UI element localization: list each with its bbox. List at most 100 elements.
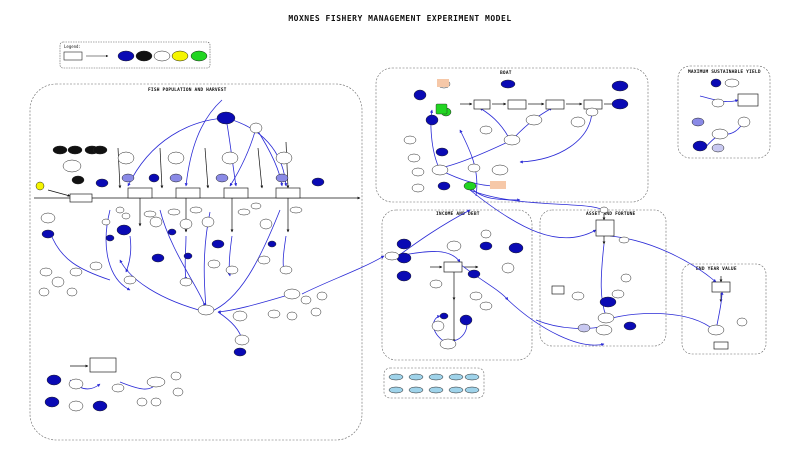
node-10 bbox=[121, 173, 135, 183]
node-43 bbox=[234, 334, 250, 346]
node-96 bbox=[479, 125, 493, 135]
connector-26 bbox=[507, 299, 605, 347]
node-19 bbox=[275, 151, 293, 165]
node-87 bbox=[435, 147, 449, 157]
node-107 bbox=[396, 270, 412, 282]
node-23 bbox=[105, 234, 115, 242]
node-143 bbox=[464, 386, 480, 394]
node-111 bbox=[479, 241, 493, 251]
connector-0 bbox=[127, 117, 227, 187]
orange-box-2 bbox=[490, 181, 506, 189]
node-72 bbox=[250, 202, 262, 210]
node-88 bbox=[403, 135, 417, 145]
node-64 bbox=[150, 397, 162, 407]
node-136 bbox=[428, 373, 444, 381]
green-box bbox=[435, 103, 448, 115]
node-115 bbox=[479, 301, 493, 311]
node-120 bbox=[459, 314, 473, 326]
node-118 bbox=[431, 320, 445, 332]
connector-7 bbox=[159, 209, 206, 307]
node-99 bbox=[711, 98, 725, 108]
node-110 bbox=[480, 229, 492, 239]
node-20 bbox=[216, 111, 236, 125]
node-34 bbox=[259, 218, 273, 230]
connector-18 bbox=[479, 107, 511, 141]
sector-title-end: END YEAR VALUE bbox=[696, 267, 737, 272]
node-22 bbox=[116, 224, 132, 236]
node-101 bbox=[711, 128, 729, 140]
legend-node-1 bbox=[135, 50, 153, 62]
node-27 bbox=[151, 253, 165, 263]
node-36 bbox=[257, 255, 271, 265]
node-33 bbox=[225, 265, 239, 275]
node-108 bbox=[384, 251, 400, 261]
node-93 bbox=[467, 163, 481, 173]
sector-title-fish: FISH POPULATION AND HARVEST bbox=[148, 88, 227, 93]
sector-box-boat bbox=[375, 67, 649, 203]
node-11 bbox=[148, 173, 160, 183]
node-139 bbox=[388, 386, 404, 394]
node-98 bbox=[724, 78, 740, 88]
node-137 bbox=[448, 373, 464, 381]
node-38 bbox=[123, 275, 137, 285]
node-59 bbox=[92, 400, 108, 412]
node-42 bbox=[232, 310, 248, 322]
stock-0 bbox=[69, 193, 93, 203]
node-123 bbox=[618, 236, 630, 244]
node-134 bbox=[388, 373, 404, 381]
legend-box bbox=[59, 41, 211, 69]
connector-15 bbox=[459, 129, 478, 197]
node-84 bbox=[611, 80, 629, 92]
flow-4 bbox=[204, 147, 210, 189]
node-71 bbox=[237, 208, 251, 216]
node-113 bbox=[469, 291, 483, 301]
node-141 bbox=[428, 386, 444, 394]
sector-boundaries bbox=[29, 41, 771, 441]
stock-3 bbox=[223, 187, 249, 199]
connector-16 bbox=[429, 109, 441, 171]
node-61 bbox=[146, 376, 166, 388]
node-124 bbox=[571, 291, 585, 301]
legend-node-2 bbox=[153, 50, 171, 62]
node-125 bbox=[599, 296, 617, 308]
node-7 bbox=[40, 212, 56, 224]
connector-3 bbox=[229, 127, 257, 187]
node-75 bbox=[413, 89, 427, 101]
node-91 bbox=[411, 183, 425, 193]
node-9 bbox=[95, 178, 109, 188]
node-109 bbox=[446, 240, 462, 252]
node-1 bbox=[52, 145, 68, 155]
node-80 bbox=[503, 134, 521, 146]
stock-4 bbox=[275, 187, 301, 199]
node-16 bbox=[117, 151, 135, 165]
sector-title-msy: MAXIMUM SUSTAINABLE YIELD bbox=[688, 70, 761, 75]
stock-13 bbox=[713, 341, 729, 350]
stock-1 bbox=[127, 187, 153, 199]
stock-6 bbox=[507, 99, 527, 110]
node-97 bbox=[710, 78, 722, 88]
node-103 bbox=[692, 140, 708, 152]
connector-20 bbox=[439, 139, 513, 170]
nodes bbox=[35, 50, 759, 412]
node-131 bbox=[620, 273, 632, 283]
node-47 bbox=[69, 267, 83, 277]
node-26 bbox=[167, 228, 177, 236]
node-18 bbox=[221, 151, 239, 165]
connector-5 bbox=[184, 99, 223, 187]
node-142 bbox=[448, 386, 464, 394]
node-52 bbox=[316, 291, 328, 301]
node-13 bbox=[215, 173, 229, 183]
node-130 bbox=[611, 289, 625, 299]
node-49 bbox=[66, 287, 78, 297]
connector-37 bbox=[125, 235, 132, 273]
sector-box-palette bbox=[383, 367, 485, 399]
node-44 bbox=[233, 347, 247, 357]
node-114 bbox=[429, 279, 443, 289]
node-121 bbox=[439, 312, 449, 320]
node-138 bbox=[464, 373, 480, 381]
connector-14 bbox=[397, 209, 471, 257]
stock-11 bbox=[551, 285, 565, 295]
stock-2 bbox=[175, 187, 201, 199]
node-17 bbox=[167, 151, 185, 165]
